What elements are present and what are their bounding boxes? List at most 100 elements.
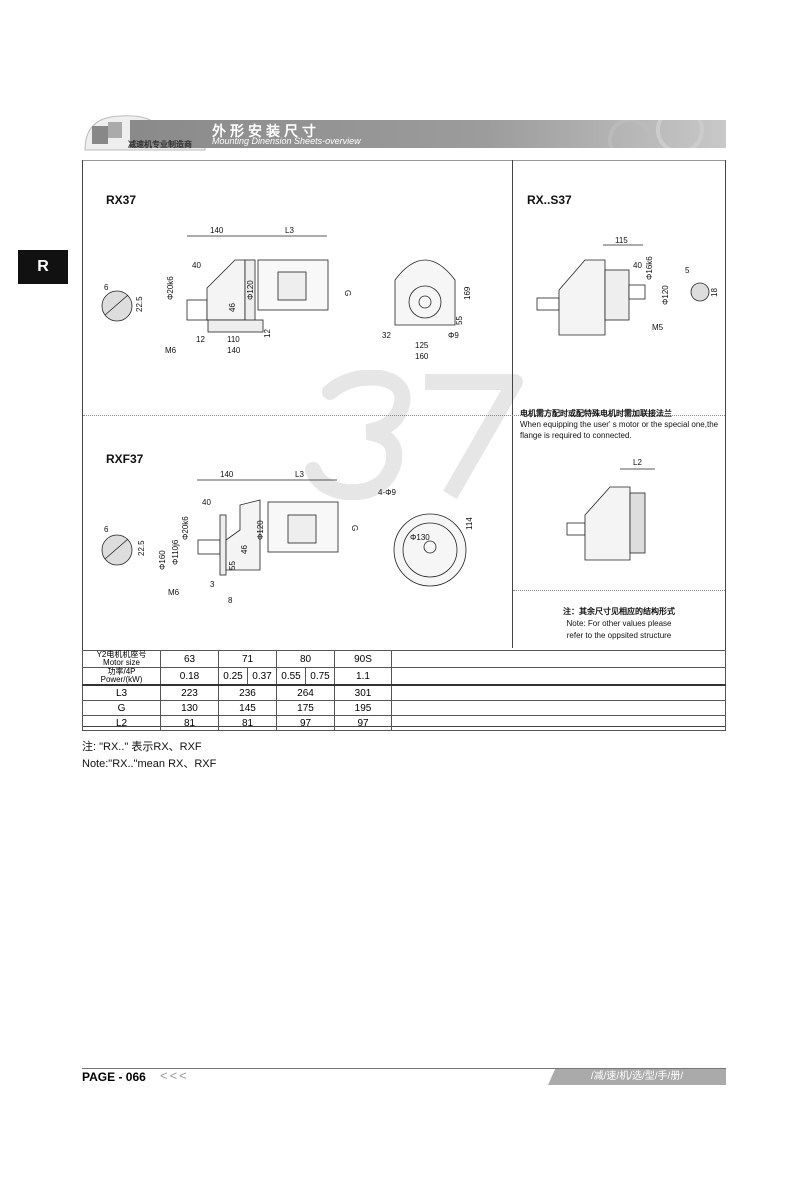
dim-label: 55	[228, 561, 237, 570]
dim-label: 32	[382, 331, 391, 340]
dim-label: G	[343, 290, 352, 296]
other-note-en-1: Note: For other values please	[566, 619, 672, 628]
table-cell: 71	[218, 650, 277, 668]
other-note-cn: 注：其余尺寸见相应的结构形式	[563, 607, 675, 616]
dim-label: 125	[415, 341, 429, 350]
dim-label: 55	[455, 316, 464, 325]
dim-label: 160	[415, 352, 429, 361]
dim-label: 140	[227, 346, 241, 355]
footer-manual-tag: /减/速/机/选/型/手/册/	[548, 1069, 726, 1085]
dim-label: 40	[202, 498, 211, 507]
vertical-divider	[512, 160, 513, 648]
dim-label: Φ120	[661, 285, 670, 305]
dim-label: 22.5	[137, 540, 146, 556]
page-number: PAGE - 066	[82, 1070, 146, 1084]
dim-label: Φ130	[410, 533, 430, 542]
dim-label: 4-Φ9	[378, 488, 396, 497]
dim-label: L3	[295, 470, 304, 479]
table-cell: 301	[334, 684, 392, 701]
table-cell: 0.18	[160, 667, 219, 686]
other-note-en-2: refer to the oppsited structure	[566, 631, 672, 640]
model-watermark	[305, 370, 523, 500]
dim-label: 110	[227, 335, 240, 344]
dim-label: Φ120	[256, 520, 265, 540]
dim-label: 40	[633, 261, 642, 270]
row-label: G	[82, 700, 161, 716]
dim-label: 46	[240, 545, 249, 554]
dim-label: Φ160	[158, 550, 167, 570]
dim-label: Φ9	[448, 331, 459, 340]
table-cell: 236	[218, 684, 277, 701]
table-row-l3: L3 223 236 264 301	[82, 684, 726, 701]
power-label-cn: 功率/4P	[107, 667, 136, 676]
section-tab-r: R	[18, 250, 68, 284]
motor-size-label-cn: Y2电机机座号	[96, 650, 147, 659]
motor-size-label-en: Motor size	[103, 658, 140, 667]
table-cell: 130	[160, 700, 219, 716]
back-arrows-icon: <<<	[160, 1068, 189, 1083]
empty-cell	[391, 700, 726, 716]
footer-divider	[82, 1068, 726, 1069]
dim-label: Φ20k6	[181, 516, 190, 540]
header-tagline: 减速机专业制造商	[128, 140, 192, 149]
flange-note-cn: 电机需方配时或配特殊电机时需加联接法兰	[520, 409, 672, 418]
dim-label: 6	[104, 283, 109, 292]
empty-cell	[391, 667, 726, 686]
dim-label: 12	[263, 329, 272, 338]
dotted-divider-right	[513, 590, 725, 591]
table-cell: 81	[218, 715, 277, 731]
dim-label: M6	[165, 346, 177, 355]
dim-label: 6	[104, 525, 109, 534]
rxs37-title: RX..S37	[527, 193, 572, 207]
dim-label: M5	[652, 323, 664, 332]
table-row-l2: L2 81 81 97 97	[82, 715, 726, 731]
dim-label: Φ120	[246, 280, 255, 300]
empty-cell	[391, 650, 726, 668]
rxs37-drawing: 115 40 Φ16k6 Φ120 M5 5 18	[536, 236, 719, 336]
table-cell: 80	[276, 650, 335, 668]
dim-label: 46	[228, 303, 237, 312]
header-divider	[82, 160, 726, 161]
power-label-en: Power/(kW)	[100, 675, 143, 684]
note-cn: 注: "RX.." 表示RX、RXF	[82, 741, 202, 753]
dim-label: Φ110j6	[171, 539, 180, 565]
flange-drawing: L2	[566, 458, 655, 561]
dim-label: 169	[463, 286, 472, 300]
dim-label: 5	[685, 266, 690, 275]
table-cell: 264	[276, 684, 335, 701]
rx37-title: RX37	[106, 193, 137, 207]
dim-label: M6	[168, 588, 180, 597]
table-cell: 195	[334, 700, 392, 716]
table-cell: 97	[334, 715, 392, 731]
dim-label: 18	[710, 288, 719, 297]
header-title-en: Mounting Dinension Sheets-overview	[212, 136, 361, 146]
table-cell: 0.37	[247, 667, 277, 686]
header-title-cn: 外形安装尺寸	[212, 123, 320, 139]
dim-label: Φ20k6	[166, 276, 175, 300]
table-cell: 175	[276, 700, 335, 716]
empty-cell	[391, 684, 726, 701]
dim-label: 140	[210, 226, 224, 235]
dim-label: 40	[192, 261, 201, 270]
table-cell: 81	[160, 715, 219, 731]
empty-cell	[391, 715, 726, 731]
table-cell: 97	[276, 715, 335, 731]
dim-label: 12	[196, 335, 205, 344]
rxf37-title: RXF37	[106, 452, 144, 466]
dim-label: G	[350, 525, 359, 531]
rx37-drawing: 6 22.5 140 L3 40 Φ20k6 46 Φ120 G M6 12 1…	[101, 226, 472, 361]
table-cell: 223	[160, 684, 219, 701]
dotted-divider	[83, 415, 725, 416]
row-label: L2	[82, 715, 161, 731]
dim-label: 115	[615, 236, 628, 245]
row-label: L3	[82, 684, 161, 701]
header-bar	[130, 106, 726, 162]
table-row-g: G 130 145 175 195	[82, 700, 726, 716]
dim-label: 140	[220, 470, 234, 479]
